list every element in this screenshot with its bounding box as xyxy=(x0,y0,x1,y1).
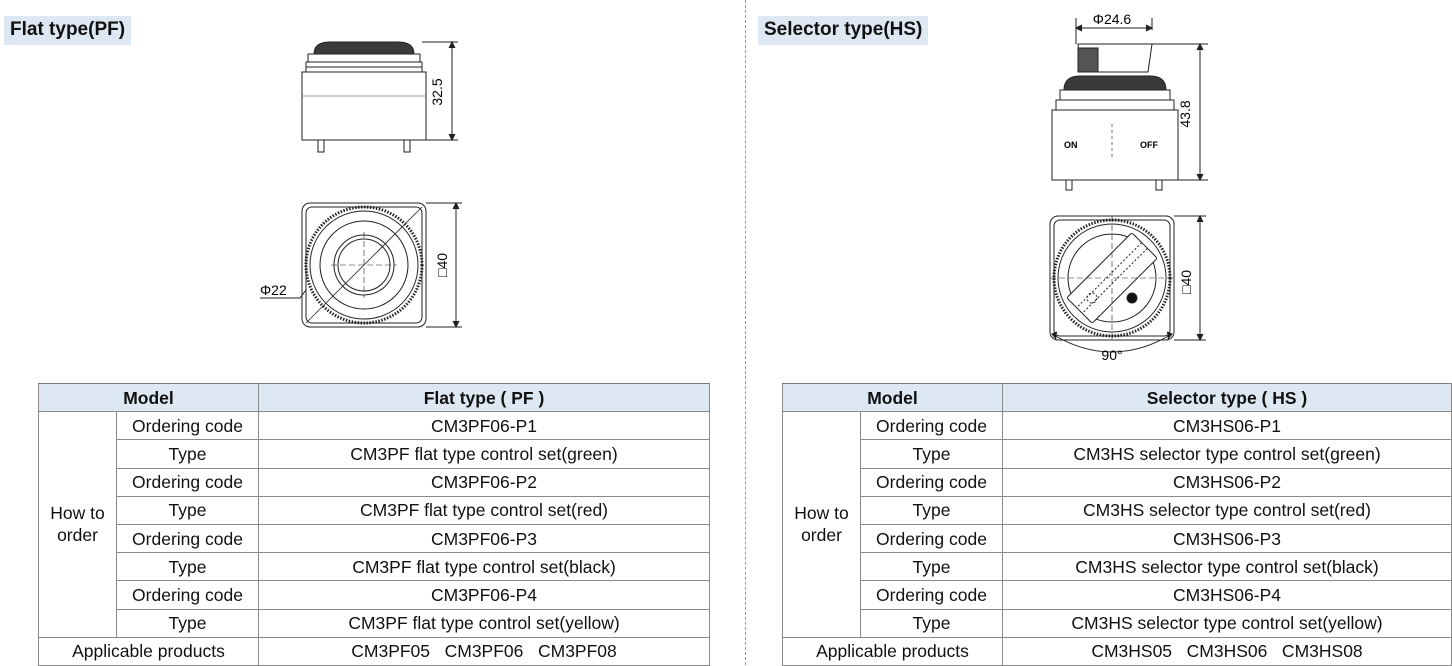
table-row: Ordering code CM3HS06-P4 xyxy=(783,580,1452,610)
row-label: Ordering code xyxy=(860,523,1003,554)
row-value: CM3HS06-P4 xyxy=(1002,580,1452,610)
row-label: Type xyxy=(860,495,1003,525)
flat-type-title: Flat type(PF) xyxy=(4,16,132,45)
row-label: Type xyxy=(860,439,1003,469)
applicable-products-row: Applicable products CM3HS05 CM3HS06 CM3H… xyxy=(782,636,1452,666)
hs-height-dimension: 43.8 xyxy=(1177,100,1193,127)
table-header-row: Model Flat type ( PF ) xyxy=(38,382,710,413)
pf-height-dimension: 32.5 xyxy=(429,78,445,105)
pf-front-view-drawing: Φ22 □40 xyxy=(260,201,462,329)
row-value: CM3PF flat type control set(green) xyxy=(258,439,710,469)
table-row: Type CM3PF flat type control set(yellow) xyxy=(39,608,710,638)
row-value: CM3PF06-P2 xyxy=(258,467,710,497)
hs-side-view-drawing: Φ24.6 ON OFF 43.8 xyxy=(1051,11,1208,191)
row-label: Type xyxy=(116,495,259,525)
flat-type-header: Flat type ( PF ) xyxy=(258,382,710,413)
table-row: Ordering code CM3PF06-P4 xyxy=(39,580,710,610)
pf-diameter-dimension: Φ22 xyxy=(260,282,287,298)
row-value: CM3PF06-P3 xyxy=(258,523,710,554)
hs-front-view-drawing: □40 90° xyxy=(1049,214,1206,363)
row-label: Ordering code xyxy=(116,580,259,610)
selector-type-title: Selector type(HS) xyxy=(758,16,929,45)
table-header-row: Model Selector type ( HS ) xyxy=(782,382,1452,413)
table-row: Type CM3PF flat type control set(black) xyxy=(39,552,710,582)
model-header: Model xyxy=(38,382,259,413)
applicable-products-label: Applicable products xyxy=(782,636,1003,666)
hs-square-dimension: □40 xyxy=(1178,270,1194,294)
row-label: Ordering code xyxy=(860,467,1003,497)
row-value: CM3HS selector type control set(red) xyxy=(1002,495,1452,525)
section-divider xyxy=(745,0,746,665)
row-value: CM3PF flat type control set(red) xyxy=(258,495,710,525)
row-value: CM3HS06-P3 xyxy=(1002,523,1452,554)
pf-side-view-drawing: 32.5 xyxy=(301,40,458,153)
row-label: Ordering code xyxy=(116,523,259,554)
applicable-products-value: CM3HS05 CM3HS06 CM3HS08 xyxy=(1002,636,1452,666)
row-value: CM3HS06-P1 xyxy=(1002,411,1452,441)
row-value: CM3HS selector type control set(black) xyxy=(1002,552,1452,582)
table-row: Ordering code CM3PF06-P3 xyxy=(39,523,710,554)
table-row: Ordering code CM3PF06-P2 xyxy=(39,467,710,497)
row-value: CM3HS selector type control set(yellow) xyxy=(1002,608,1452,638)
model-header: Model xyxy=(782,382,1003,413)
row-label: Ordering code xyxy=(860,411,1003,441)
table-row: Type CM3HS selector type control set(gre… xyxy=(783,439,1452,469)
row-value: CM3PF06-P1 xyxy=(258,411,710,441)
row-value: CM3PF flat type control set(yellow) xyxy=(258,608,710,638)
row-value: CM3PF06-P4 xyxy=(258,580,710,610)
row-value: CM3HS selector type control set(green) xyxy=(1002,439,1452,469)
hs-off-label: OFF xyxy=(1140,140,1158,150)
row-value: CM3PF flat type control set(black) xyxy=(258,552,710,582)
table-row: Type CM3PF flat type control set(green) xyxy=(39,439,710,469)
row-label: Type xyxy=(116,608,259,638)
table-row: Type CM3HS selector type control set(bla… xyxy=(783,552,1452,582)
row-label: Ordering code xyxy=(116,411,259,441)
row-label: Ordering code xyxy=(116,467,259,497)
pf-square-dimension: □40 xyxy=(434,253,450,277)
row-label: Type xyxy=(116,552,259,582)
row-label: Type xyxy=(860,608,1003,638)
table-row: Type CM3HS selector type control set(red… xyxy=(783,495,1452,525)
applicable-products-value: CM3PF05 CM3PF06 CM3PF08 xyxy=(258,636,710,666)
table-row: Ordering code CM3HS06-P3 xyxy=(783,523,1452,554)
hs-diameter-dimension: Φ24.6 xyxy=(1093,11,1132,27)
row-value: CM3HS06-P2 xyxy=(1002,467,1452,497)
table-row: Type CM3PF flat type control set(red) xyxy=(39,495,710,525)
hs-on-label: ON xyxy=(1064,140,1078,150)
row-label: Type xyxy=(860,552,1003,582)
selector-type-header: Selector type ( HS ) xyxy=(1002,382,1452,413)
row-label: Ordering code xyxy=(860,580,1003,610)
applicable-products-row: Applicable products CM3PF05 CM3PF06 CM3P… xyxy=(38,636,710,666)
table-row: Type CM3HS selector type control set(yel… xyxy=(783,608,1452,638)
table-row: Ordering code CM3HS06-P2 xyxy=(783,467,1452,497)
row-label: Type xyxy=(116,439,259,469)
hs-angle-dimension: 90° xyxy=(1101,347,1122,363)
applicable-products-label: Applicable products xyxy=(38,636,259,666)
